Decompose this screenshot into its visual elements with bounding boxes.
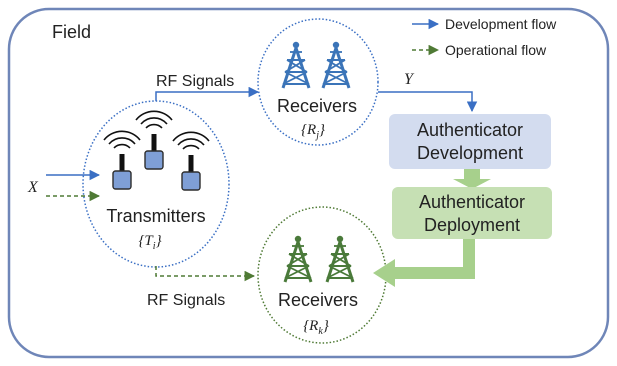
receiver-tower-icon xyxy=(325,234,355,284)
bottom-rf-label: RF Signals xyxy=(147,292,225,309)
top-receivers-boundary xyxy=(257,18,379,146)
authenticator-development-line1: Authenticator xyxy=(417,120,523,140)
transmitter-device-icon xyxy=(135,110,173,170)
transmitters-label: Transmitters xyxy=(106,206,205,226)
authenticator-deployment-line2: Deployment xyxy=(424,215,520,235)
top-receivers-set-label: {Rj} xyxy=(301,122,325,141)
y-arrow xyxy=(378,91,478,113)
field-label: Field xyxy=(52,22,91,42)
bottom-receivers-set-label: {Rk} xyxy=(303,318,329,337)
receiver-tower-icon xyxy=(283,234,313,284)
authenticator-deployment-box xyxy=(392,187,552,239)
authenticator-deployment-line1: Authenticator xyxy=(419,192,525,212)
receiver-tower-icon xyxy=(281,40,311,90)
deploy-to-receivers-arrow xyxy=(373,239,475,287)
authenticator-development-line2: Development xyxy=(417,143,523,163)
field-boundary xyxy=(7,7,610,359)
bottom-rf-arrow xyxy=(155,266,256,282)
transmitters-boundary xyxy=(82,100,230,268)
receiver-tower-icon xyxy=(321,40,351,90)
dev-to-deploy-arrow xyxy=(453,169,491,189)
legend-operational-label: Operational flow xyxy=(445,42,547,58)
bottom-receivers-label: Receivers xyxy=(278,290,358,310)
output-y-label: Y xyxy=(404,71,415,88)
authenticator-development-box xyxy=(389,114,551,169)
input-x-label: X xyxy=(27,179,39,196)
transmitters-set-label: {Ti} xyxy=(138,233,161,252)
top-rf-label: RF Signals xyxy=(156,73,234,90)
transmitter-device-icon xyxy=(103,130,141,190)
transmitter-device-icon xyxy=(172,131,210,191)
top-receivers-label: Receivers xyxy=(277,96,357,116)
legend: Development flow Operational flow xyxy=(412,16,557,58)
top-rf-arrow xyxy=(155,86,260,101)
legend-development-label: Development flow xyxy=(445,16,557,32)
